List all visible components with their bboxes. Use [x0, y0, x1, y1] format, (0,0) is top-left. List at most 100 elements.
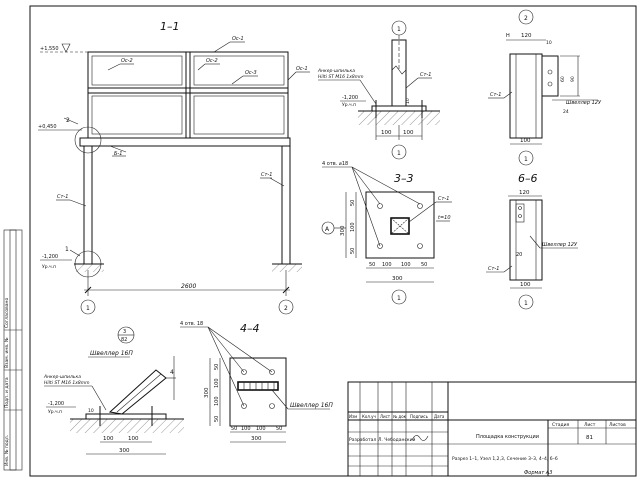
view-3-3-dv-2: 100	[350, 222, 356, 232]
node-1-dim-side: 10	[405, 98, 411, 104]
node-1-label: 1	[397, 26, 401, 33]
col-kol: Кол.уч	[362, 414, 376, 419]
label-os2b: Ос-2	[206, 58, 218, 64]
label-st1b: Ст-1	[261, 172, 272, 178]
node-1-anchor-2: Hilti ST M16 1x8mm	[318, 74, 364, 80]
view-4-4-dv-4: 50	[214, 416, 220, 422]
view-3-3-total: 300	[392, 276, 403, 282]
node-2-dim-90: 90	[570, 76, 576, 82]
column-right	[281, 145, 291, 265]
node-3-anchor-2: Hilti ST M16 1x8mm	[44, 380, 90, 386]
axis-1-label: 1	[86, 305, 90, 312]
node-1-level-sub: Ур.ч.п	[342, 102, 356, 108]
view-4-4-dv-1: 50	[214, 364, 220, 370]
view-node-2: 2 120 10 Н 60 90 24 Швеллер 12У Ст-1 100…	[488, 9, 602, 166]
node-3-dim-2: 100	[128, 436, 139, 442]
label-bl1: Б-1	[114, 151, 122, 157]
sheet-label: Лист	[584, 422, 596, 428]
level-base: -1,200	[42, 254, 58, 260]
view-3-3-t: t=10	[438, 215, 451, 221]
col-sign: Подпись	[410, 414, 429, 419]
view-4-4-channel: Швеллер 16П	[290, 402, 333, 409]
node-3-dim-1: 100	[103, 436, 114, 442]
developer-signature	[411, 435, 429, 441]
stamp-item-4: Инв. № подл.	[4, 435, 10, 466]
view-node-3: 3 82 Швеллер 16П Анкер-шпилька Hilti ST …	[43, 326, 184, 455]
view-4-4-dh-2: 100	[241, 426, 251, 432]
node-2-dim-24: 24	[563, 109, 569, 115]
view-6-6-axis: 1	[524, 300, 528, 307]
node-2-dim-60: 60	[560, 76, 566, 82]
callout-1-label: 1	[65, 246, 69, 253]
stamp-item-3: Подп. и дата	[4, 377, 10, 408]
doc-title: Площадка конструкции	[476, 434, 539, 440]
axis-1-bubble	[80, 299, 96, 315]
view-4-4-dv-2: 100	[214, 378, 220, 388]
sheets-label: Листов	[609, 422, 626, 428]
node-2-h: Н	[506, 33, 510, 39]
node-2-channel: Швеллер 12У	[566, 100, 602, 106]
sheet-value: 81	[586, 435, 593, 441]
node-1-st: Ст-1	[420, 72, 431, 78]
view-3-3-dv-1: 50	[350, 200, 356, 206]
view-3-3-dh-2: 100	[382, 262, 392, 268]
callout-node-2	[74, 126, 102, 154]
axis-2-bubble	[278, 299, 294, 315]
view-3-3: 3–3 4 отв. ⌀18 Ст-1 t=10 A 300 50 100 50…	[321, 161, 452, 305]
column-left	[83, 145, 93, 265]
view-3-3-st: Ст-1	[438, 196, 449, 202]
view-4-4: 4–4 4 отв. 18 Швеллер 16П 300 50 100 100…	[180, 321, 333, 443]
view-4-4-title: 4–4	[240, 322, 260, 335]
developer-label: Разработал	[349, 437, 376, 443]
view-4-4-total: 300	[251, 436, 262, 442]
node-1-dim-b: 100	[403, 130, 414, 136]
col-doc: № док	[393, 414, 407, 419]
view-4-4-dh-1: 50	[231, 426, 237, 432]
view-4-4-holes: 4 отв. 18	[180, 321, 203, 327]
view-3-3-title: 3–3	[394, 172, 414, 185]
node-1-dim-a: 100	[381, 130, 392, 136]
view-3-3-axis: 1	[397, 295, 401, 302]
node-2-dim-10: 10	[546, 40, 552, 46]
node-3-mark4: 4	[170, 369, 174, 376]
view-3-3-dh-1: 50	[369, 262, 375, 268]
callout-82-bottom: 82	[121, 337, 127, 343]
base-plate-3-3	[365, 191, 435, 259]
base-plate-4-4	[229, 357, 287, 427]
node-3-total: 300	[119, 448, 130, 454]
format-label: Формат А3	[524, 470, 552, 476]
dim-span: 2600	[181, 283, 196, 290]
view-6-6-dim-top: 120	[519, 190, 530, 196]
view-6-6-column	[509, 199, 543, 281]
view-1-1: 1–1 +1,550 +0,450 Ос-1 Ос-2 Ос-2	[38, 20, 310, 315]
view-6-6-channel: Швеллер 12У	[542, 242, 578, 248]
node-2-column	[509, 53, 543, 139]
view-3-3-holes: 4 отв. ⌀18	[322, 161, 348, 167]
level-base-sub: Ур.ч.п	[42, 264, 56, 270]
node-1-level: -1,200	[342, 95, 358, 101]
beam-b1	[79, 137, 291, 147]
node-3-level-sub: Ур.ч.п	[48, 409, 62, 415]
node-1-axis: 1	[397, 150, 401, 157]
axis-2-label: 2	[284, 305, 288, 312]
view-4-4-side: 300	[204, 387, 210, 398]
developer-name: Л. Чебоданский	[378, 436, 416, 443]
stage-label: Стадия	[552, 422, 570, 428]
col-list: Лист	[380, 414, 391, 419]
label-os2a: Ос-2	[121, 58, 133, 64]
view-6-6-title: 6–6	[518, 172, 538, 185]
node-2-dim-top: 120	[521, 33, 532, 39]
view-3-3-side: 300	[340, 225, 346, 236]
node-2-st: Ст-1	[490, 92, 501, 98]
label-os1b: Ос-1	[296, 66, 308, 72]
doc-desc: Разрез 1–1, Узел 1,2,3, Сечение 3–3, 4–4…	[452, 456, 558, 462]
view-4-4-dh-4: 50	[276, 426, 282, 432]
callout-82-top: 3	[123, 329, 126, 335]
sheet-frame	[29, 5, 637, 477]
node-2-dim-bottom: 100	[520, 138, 531, 144]
view-3-3-callout: A	[325, 226, 330, 233]
view-6-6-st: Ст-1	[488, 266, 499, 272]
view-3-3-dh-3: 100	[401, 262, 411, 268]
